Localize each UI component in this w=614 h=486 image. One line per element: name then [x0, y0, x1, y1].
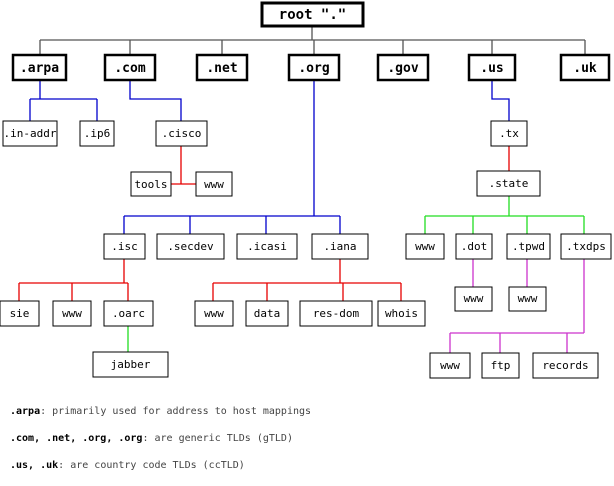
label-ip6: .ip6	[84, 127, 111, 140]
edge-org-children	[123, 80, 341, 234]
label-iana-res-dom: res-dom	[313, 307, 360, 320]
tld-label-us: .us	[480, 61, 503, 76]
label-iana-whois: whois	[385, 307, 418, 320]
label-jabber: jabber	[111, 358, 151, 371]
node-tx: .tx	[490, 120, 528, 147]
label-tpwd: .tpwd	[512, 240, 545, 253]
edge-arpa-children	[29, 80, 98, 121]
label-oarc: .oarc	[112, 307, 145, 320]
label-dot-www: www	[464, 292, 484, 305]
tld-node-gov: .gov	[376, 53, 430, 82]
tld-node-org: .org	[287, 53, 341, 82]
note-arpa-term: .arpa	[10, 406, 41, 417]
tld-label-net: .net	[206, 61, 237, 76]
tld-node-us: .us	[467, 53, 517, 82]
note-cctld-text: : are country code TLDs (ccTLD)	[58, 460, 245, 471]
root-label: root "."	[279, 7, 346, 23]
node-txdps-records: records	[532, 352, 599, 379]
node-dot: .dot	[455, 233, 493, 260]
node-iana-whois: whois	[377, 300, 426, 327]
tld-label-arpa: .arpa	[20, 61, 59, 76]
node-icasi: .icasi	[236, 233, 298, 260]
edge-iana-children	[212, 259, 402, 301]
node-isc: .isc	[103, 233, 146, 260]
label-isc: .isc	[111, 240, 138, 253]
node-txdps-www: www	[429, 352, 471, 379]
tld-node-uk: .uk	[559, 53, 611, 82]
node-iana-res-dom: res-dom	[299, 300, 373, 327]
label-iana-data: data	[254, 307, 281, 320]
label-isc-www: www	[62, 307, 82, 320]
label-dot: .dot	[461, 240, 488, 253]
node-iana: .iana	[311, 233, 369, 260]
edge-state-children	[424, 196, 585, 234]
label-in-addr: .in-addr	[4, 127, 57, 140]
label-cisco-www: www	[204, 178, 224, 191]
node-iana-data: data	[245, 300, 289, 327]
edge-us-tx	[491, 80, 510, 121]
node-dot-www: www	[454, 286, 493, 312]
label-cisco: .cisco	[162, 127, 202, 140]
node-secdev: .secdev	[156, 233, 225, 260]
node-jabber: jabber	[92, 351, 169, 378]
note-gtld-term: .com, .net, .org, .org	[10, 433, 143, 444]
note-gtld: .com, .net, .org, .org: are generic TLDs…	[10, 432, 600, 459]
label-secdev: .secdev	[167, 240, 214, 253]
node-cisco: .cisco	[155, 120, 208, 147]
legend-notes: .arpa: primarily used for address to hos…	[10, 405, 600, 486]
label-iana-www: www	[204, 307, 224, 320]
note-cctld: .us, .uk: are country code TLDs (ccTLD)	[10, 459, 600, 486]
label-icasi: .icasi	[247, 240, 287, 253]
edge-txdps-children	[449, 259, 585, 353]
root-node: root "."	[260, 1, 365, 28]
label-txdps: .txdps	[566, 240, 606, 253]
node-isc-sie: sie	[0, 300, 40, 327]
tld-node-net: .net	[195, 53, 249, 82]
node-cisco-www: www	[195, 171, 233, 197]
tld-label-com: .com	[114, 61, 145, 76]
label-txdps-records: records	[542, 359, 588, 372]
label-state: .state	[489, 177, 529, 190]
node-tpwd-www: www	[508, 286, 547, 312]
label-isc-sie: sie	[10, 307, 30, 320]
node-isc-www: www	[52, 300, 92, 327]
edge-com-cisco	[129, 80, 182, 121]
tld-label-gov: .gov	[387, 61, 418, 76]
edges-root	[39, 26, 586, 55]
label-iana: .iana	[323, 240, 356, 253]
note-gtld-text: : are generic TLDs (gTLD)	[142, 433, 293, 444]
node-state-www: www	[405, 233, 445, 260]
note-cctld-term: .us, .uk	[10, 460, 59, 471]
label-tpwd-www: www	[518, 292, 538, 305]
node-txdps-ftp: ftp	[481, 352, 520, 379]
edge-isc-children	[18, 259, 129, 301]
edges-level3	[18, 146, 585, 353]
tld-node-com: .com	[103, 53, 157, 82]
edge-cisco-hosts	[171, 146, 196, 185]
note-arpa-text: : primarily used for address to host map…	[40, 406, 312, 417]
label-tx: .tx	[499, 127, 519, 140]
node-state: .state	[476, 170, 541, 197]
node-oarc: .oarc	[103, 300, 154, 327]
node-ip6: .ip6	[79, 120, 115, 147]
node-cisco-tools: tools	[130, 171, 172, 197]
label-txdps-www: www	[440, 359, 460, 372]
node-tpwd: .tpwd	[506, 233, 551, 260]
label-cisco-tools: tools	[134, 178, 167, 191]
node-in-addr: .in-addr	[2, 120, 58, 147]
node-txdps: .txdps	[560, 233, 612, 260]
label-txdps-ftp: ftp	[491, 359, 511, 372]
tld-node-arpa: .arpa	[11, 53, 68, 82]
tld-label-uk: .uk	[573, 61, 597, 76]
edges-level2	[29, 80, 510, 234]
label-state-www: www	[415, 240, 435, 253]
note-arpa: .arpa: primarily used for address to hos…	[10, 405, 600, 432]
tld-label-org: .org	[298, 61, 329, 76]
node-iana-www: www	[194, 300, 234, 327]
